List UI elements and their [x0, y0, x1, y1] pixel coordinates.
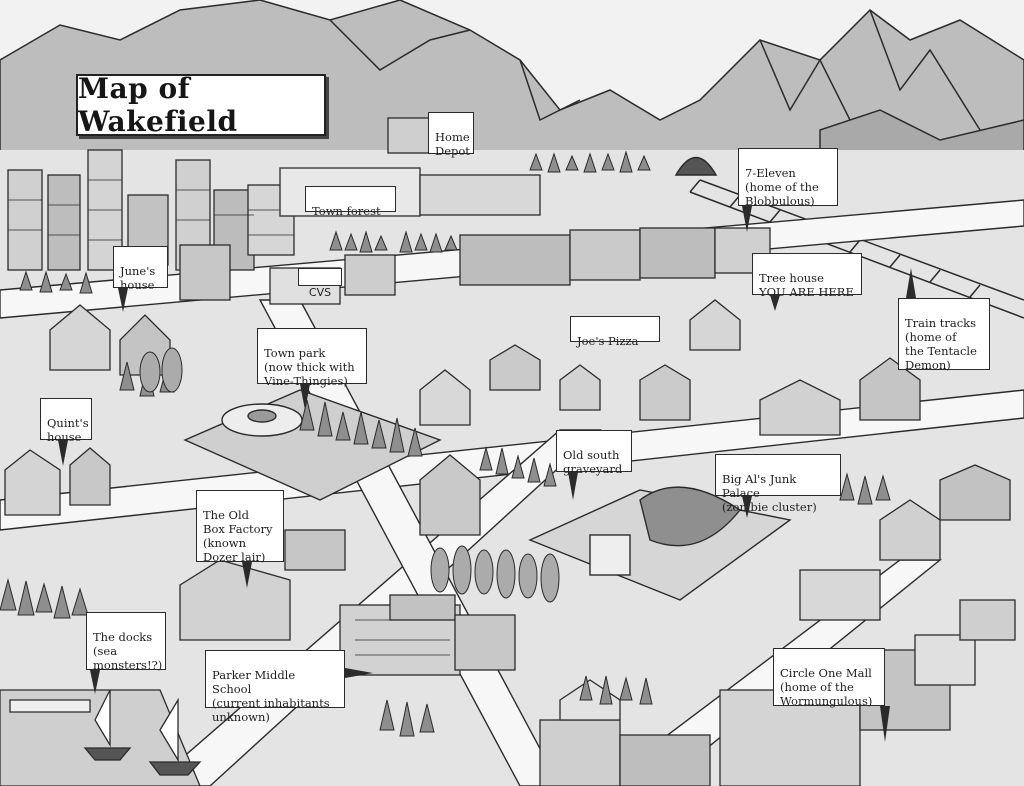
label-big-als-junk-palace-text: Big Al's Junk Palace (zombie cluster)	[722, 472, 817, 514]
label-old-box-factory-text: The Old Box Factory (known Dozer lair)	[203, 508, 273, 564]
label-home-depot[interactable]: Home Depot	[428, 112, 474, 158]
label-tree-house[interactable]: Tree house YOU ARE HERE	[752, 253, 862, 299]
label-tree-house-text: Tree house YOU ARE HERE	[759, 271, 854, 299]
cvs-sign-text: CVS	[308, 286, 332, 299]
poplar-trees	[139, 347, 560, 603]
junk-palace	[528, 486, 792, 601]
label-7-eleven-pointer	[742, 206, 752, 232]
label-town-forest-text: Town forest	[312, 204, 381, 218]
label-circle-one-mall[interactable]: Circle One Mall (home of the Wormungulou…	[773, 648, 885, 708]
label-old-south-graveyard[interactable]: Old south graveyard	[556, 430, 632, 476]
label-tree-house-pointer	[770, 295, 780, 311]
label-junes-house[interactable]: June's house	[113, 246, 168, 292]
map-title: Map of Wakefield	[78, 72, 238, 138]
label-train-tracks[interactable]: Train tracks (home of the Tentacle Demon…	[898, 298, 990, 372]
label-town-park-text: Town park (now thick with Vine-Thingies)	[264, 346, 355, 388]
label-parker-middle-school-pointer	[345, 668, 373, 678]
label-the-docks-text: The docks (sea monsters!?)	[93, 630, 163, 672]
label-circle-one-mall-text: Circle One Mall (home of the Wormungulou…	[780, 666, 873, 708]
label-home-depot-text: Home Depot	[435, 130, 470, 158]
label-big-als-junk-palace[interactable]: Big Al's Junk Palace (zombie cluster)	[715, 454, 841, 514]
cvs-sign: CVS	[298, 268, 342, 299]
school-buildings	[339, 594, 516, 676]
label-parker-middle-school-text: Parker Middle School (current inhabitant…	[212, 668, 330, 724]
label-quints-house-pointer	[58, 440, 68, 466]
docks-water	[0, 689, 202, 786]
label-parker-middle-school[interactable]: Parker Middle School (current inhabitant…	[205, 650, 345, 724]
label-quints-house[interactable]: Quint's house	[40, 398, 92, 444]
label-the-docks[interactable]: The docks (sea monsters!?)	[86, 612, 166, 672]
label-junes-house-text: June's house	[120, 264, 156, 292]
label-town-park-pointer	[300, 384, 310, 410]
south-buildings	[539, 679, 711, 786]
mall-buildings	[719, 569, 1016, 786]
tunnel	[674, 156, 718, 176]
label-circle-one-mall-pointer	[880, 706, 890, 742]
label-train-tracks-text: Train tracks (home of the Tentacle Demon…	[905, 316, 977, 372]
label-joes-pizza[interactable]: Joe's Pizza	[570, 316, 660, 348]
label-quints-house-text: Quint's house	[47, 416, 89, 444]
downtown-buildings	[7, 149, 295, 301]
label-the-docks-pointer	[90, 670, 100, 694]
label-town-forest[interactable]: Town forest	[305, 186, 396, 218]
label-7-eleven[interactable]: 7-Eleven (home of the Blobbulous)	[738, 148, 838, 208]
label-old-box-factory-pointer	[242, 562, 252, 588]
label-7-eleven-text: 7-Eleven (home of the Blobbulous)	[745, 166, 819, 208]
label-joes-pizza-text: Joe's Pizza	[577, 334, 639, 348]
label-old-south-graveyard-pointer	[568, 472, 578, 500]
label-big-als-junk-palace-pointer	[742, 496, 752, 518]
label-junes-house-pointer	[118, 288, 128, 312]
box-factory	[179, 529, 346, 641]
town-park	[183, 389, 442, 501]
label-town-park[interactable]: Town park (now thick with Vine-Thingies)	[257, 328, 367, 388]
label-old-box-factory[interactable]: The Old Box Factory (known Dozer lair)	[196, 490, 284, 564]
map-title-box: Map of Wakefield	[76, 72, 326, 138]
label-train-tracks-pointer	[906, 268, 916, 298]
